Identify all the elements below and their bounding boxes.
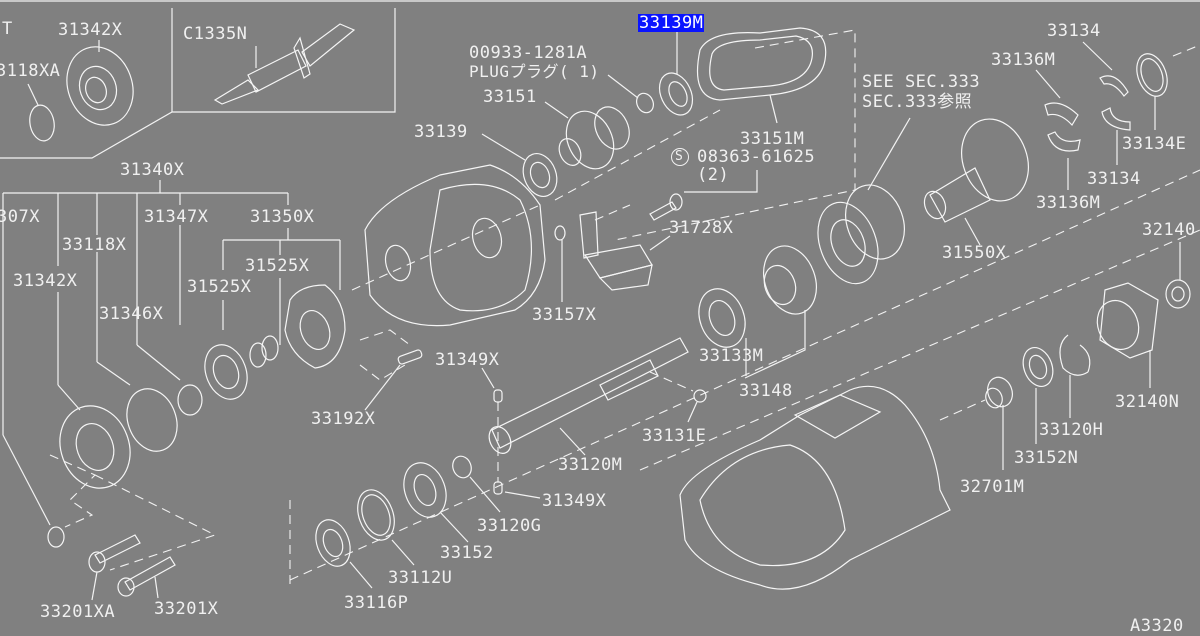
front-case-housing: [351, 164, 546, 327]
bolt-33201X: [117, 556, 176, 599]
washer-33134E: [1136, 44, 1200, 130]
label-corner-T: T: [2, 19, 13, 39]
label-33152N[interactable]: 33152N: [1014, 448, 1079, 468]
bearing-33152N: [1022, 347, 1054, 444]
label-31350X[interactable]: 31350X: [250, 207, 315, 227]
label-31342X-top[interactable]: 31342X: [58, 20, 123, 40]
dowel-pin-31349X: [481, 367, 541, 499]
o-ring-33118XA: [29, 104, 55, 142]
o-ring-33157X: [554, 225, 566, 241]
label-33201XA[interactable]: 33201XA: [40, 602, 116, 622]
snap-ring-33120H: [1059, 334, 1091, 418]
label-33133M[interactable]: 33133M: [699, 346, 764, 366]
label-33192X[interactable]: 33192X: [311, 409, 376, 429]
label-31349X-bottom[interactable]: 31349X: [542, 491, 607, 511]
rear-extension-housing: [679, 385, 986, 590]
label-33151M[interactable]: 33151M: [740, 129, 805, 149]
bolt-33201XA: [88, 534, 141, 601]
label-31525X-lower[interactable]: 31525X: [187, 277, 252, 297]
label-33134-top[interactable]: 33134: [1047, 21, 1101, 41]
label-33152[interactable]: 33152: [440, 543, 494, 563]
label-31347X[interactable]: 31347X: [144, 207, 209, 227]
pump-housing-31342X: [59, 405, 131, 489]
kit-panel-outline: [0, 8, 396, 159]
label-33118XA[interactable]: 3118XA: [0, 61, 61, 81]
bolt-08363-61625: [649, 170, 758, 221]
label-plug: PLUGプラグ( 1): [469, 62, 600, 81]
o-ring-33118X: [126, 388, 178, 452]
label-33201X[interactable]: 33201X: [154, 599, 219, 619]
plug-31307X: [47, 526, 65, 548]
companion-flange-32140N: [1096, 282, 1159, 388]
shim-33112U: [357, 489, 415, 566]
outer-rotor-31347X: [204, 344, 248, 400]
oil-seal-32701M: [985, 376, 1013, 470]
o-ring-31525X-a: [249, 342, 267, 368]
needle-bearing-33136M: [1035, 69, 1081, 190]
label-33151[interactable]: 33151: [483, 87, 537, 107]
label-31349X-top[interactable]: 31349X: [435, 350, 500, 370]
label-sec-333-ref: SEC.333参照: [862, 92, 973, 112]
plug-00933-1281A: [607, 74, 654, 114]
o-ring-31525X-b: [261, 335, 279, 361]
gear-33133M: [698, 288, 747, 376]
mainshaft-33120M: [488, 337, 689, 456]
cover-plate-31342X-top: [66, 40, 134, 126]
pilot-bearing-33120G: [452, 455, 501, 513]
label-33134E[interactable]: 33134E: [1122, 134, 1187, 154]
label-08363-61625[interactable]: 08363-61625: [697, 147, 816, 167]
label-33139[interactable]: 33139: [414, 122, 468, 142]
bearing-33139: [481, 133, 558, 197]
label-see-sec-333[interactable]: SEE SEC.333: [862, 72, 981, 92]
nut-32140: [1165, 242, 1191, 309]
planetary-assembly-sec-333: [817, 117, 911, 285]
figure-code: A3320: [1130, 616, 1184, 636]
sealant-tube-C1335N: [213, 23, 356, 105]
label-31307X[interactable]: 307X: [0, 207, 40, 227]
label-33157X[interactable]: 33157X: [532, 305, 597, 325]
label-31340X[interactable]: 31340X: [120, 160, 185, 180]
label-31342X[interactable]: 31342X: [13, 271, 78, 291]
label-31550X[interactable]: 31550X: [942, 243, 1007, 263]
label-33134-bottom[interactable]: 33134: [1087, 169, 1141, 189]
oil-pump-cover-31350X: [284, 284, 346, 369]
label-33116P[interactable]: 33116P: [344, 593, 409, 613]
label-00933-1281A[interactable]: 00933-1281A: [469, 43, 588, 63]
s-mark-letter: S: [675, 149, 684, 164]
label-33136M-bottom[interactable]: 33136M: [1036, 193, 1101, 213]
label-33120H[interactable]: 33120H: [1039, 420, 1104, 440]
bracket-31728X: [579, 204, 671, 291]
label-33112U[interactable]: 33112U: [388, 568, 453, 588]
label-33120G[interactable]: 33120G: [477, 516, 542, 536]
output-gear-31550X: [923, 118, 1029, 246]
label-32701M[interactable]: 32701M: [960, 477, 1025, 497]
bearing-33139M: [658, 72, 694, 116]
label-31346X[interactable]: 31346X: [99, 304, 164, 324]
label-32140N[interactable]: 32140N: [1115, 392, 1180, 412]
snap-ring-33134: [1082, 41, 1131, 165]
pin-33192X: [359, 329, 423, 411]
label-33148[interactable]: 33148: [739, 381, 793, 401]
label-C1335N[interactable]: C1335N: [183, 24, 248, 44]
drive-chain-33151M: [696, 27, 827, 124]
label-33118X[interactable]: 33118X: [62, 235, 127, 255]
bearing-33116P: [315, 519, 373, 589]
check-ball-33131E: [649, 371, 707, 423]
bearing-33152: [403, 462, 469, 543]
label-33131E[interactable]: 33131E: [642, 426, 707, 446]
label-33136M-top[interactable]: 33136M: [991, 50, 1056, 70]
sprocket-33151: [544, 101, 630, 170]
label-08363-qty: (2): [697, 165, 730, 185]
label-33120M[interactable]: 33120M: [558, 455, 623, 475]
label-31728X[interactable]: 31728X: [669, 218, 734, 238]
label-31525X-upper[interactable]: 31525X: [245, 256, 310, 276]
label-32140[interactable]: 32140: [1142, 220, 1196, 240]
service-part-marker: S: [671, 148, 689, 166]
oil-pump-assembly-tree: [2, 180, 341, 435]
inner-rotor-31346X: [177, 384, 203, 416]
hub-33148: [744, 245, 817, 379]
label-33139M-selected[interactable]: 33139M: [638, 13, 705, 33]
